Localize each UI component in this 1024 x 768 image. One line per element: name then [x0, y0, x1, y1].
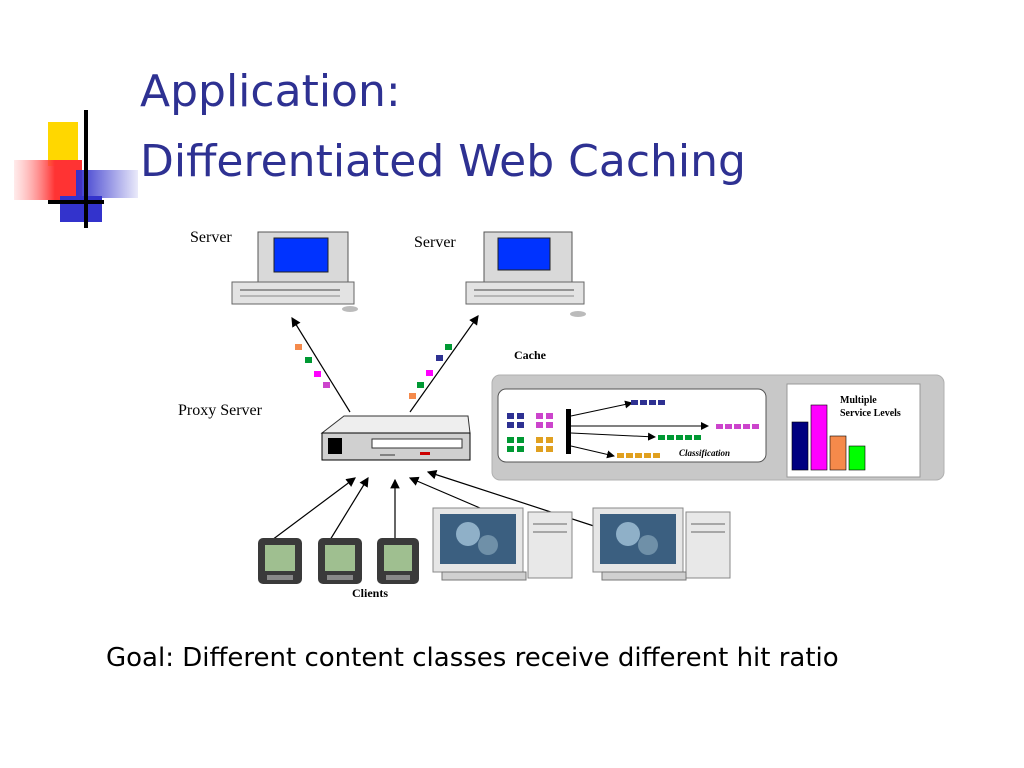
arrow-proxy-to-server-left — [291, 316, 351, 413]
goal-statement: Goal: Different content classes receive … — [106, 643, 839, 673]
classification-label: Classification — [679, 448, 730, 458]
arrow-proxy-to-server-right — [409, 315, 479, 413]
request-squares-left — [295, 344, 330, 388]
caching-diagram: Server Server Proxy Server Cache — [178, 229, 945, 600]
client-arrows — [271, 470, 601, 541]
pda-client-1-icon — [258, 538, 302, 584]
classifier-bar — [566, 409, 571, 454]
desktop-client-1-icon — [432, 507, 573, 581]
service-level-bar-4 — [848, 445, 866, 471]
classification-arrows — [570, 400, 709, 459]
service-level-bar-2 — [810, 404, 828, 471]
service-levels-line2: Service Levels — [840, 408, 901, 419]
pda-client-2-icon — [318, 538, 362, 584]
server-left-icon — [231, 231, 358, 312]
content-class-grid — [507, 413, 553, 452]
slide-title-line1: Application: — [140, 66, 401, 117]
cache-label: Cache — [514, 348, 547, 362]
pda-client-3-icon — [377, 538, 419, 584]
service-level-bar-3 — [829, 435, 847, 471]
server-right-label: Server — [414, 234, 456, 251]
proxy-server-icon — [320, 415, 471, 461]
service-level-bar-1 — [791, 421, 809, 471]
server-right-icon — [465, 231, 586, 317]
classified-queues — [617, 400, 759, 458]
desktop-client-2-icon — [592, 507, 731, 581]
slide-logo — [14, 110, 138, 228]
server-left-label: Server — [190, 229, 232, 246]
service-levels-line1: Multiple — [840, 395, 877, 406]
slide-title-line2: Differentiated Web Caching — [140, 136, 746, 187]
clients-label: Clients — [352, 586, 388, 600]
service-level-bars — [791, 404, 866, 471]
proxy-server-label: Proxy Server — [178, 402, 263, 419]
request-squares-right — [409, 344, 452, 399]
